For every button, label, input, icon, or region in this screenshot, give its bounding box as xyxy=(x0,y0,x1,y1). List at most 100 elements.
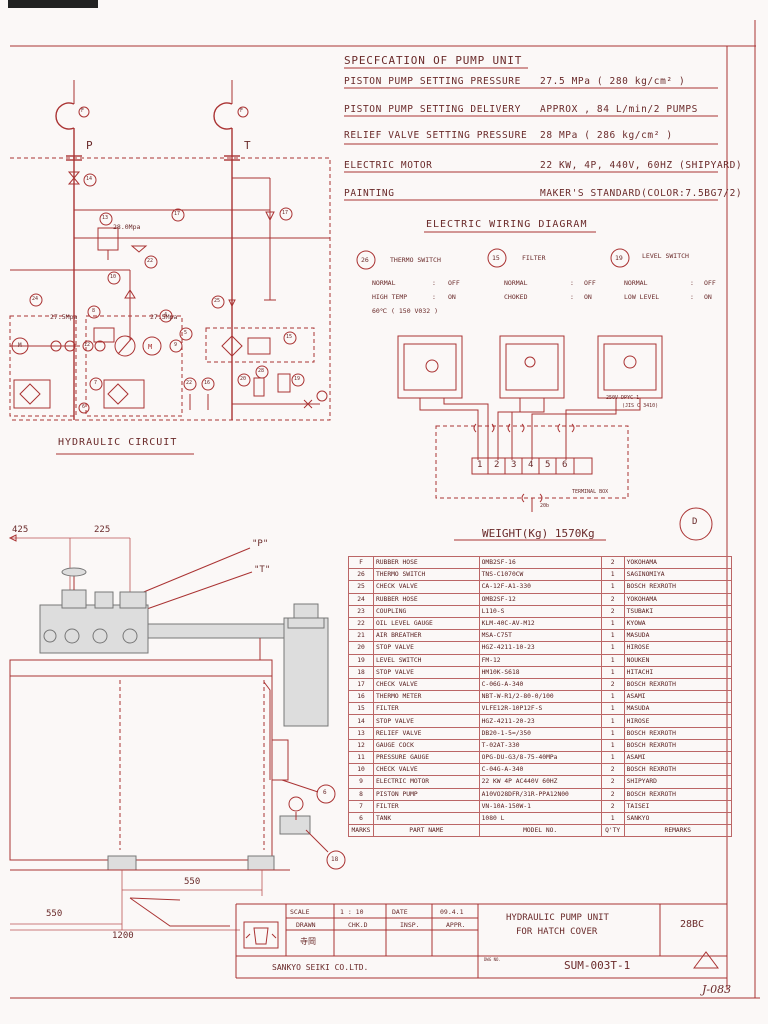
parts-cell-name: FILTER xyxy=(372,799,480,813)
parts-cell-qty: 1 xyxy=(600,738,625,753)
parts-cell-no: 13 xyxy=(348,726,374,740)
parts-cell-remarks: HIROSE xyxy=(623,714,733,728)
spec-value: 27.5 MPa ( 280 kg/cm² ) xyxy=(540,76,686,87)
callout-9: 9 xyxy=(174,342,178,348)
sw1-colon1: : xyxy=(432,279,436,287)
terminal-1: 1 xyxy=(477,460,483,470)
parts-cell-remarks: KYOWA xyxy=(623,616,733,631)
drawn-by: 寺岡 xyxy=(300,937,316,946)
hydraulic-circuit-title: HYDRAULIC CIRCUIT xyxy=(58,437,178,448)
spec-value: APPROX , 84 L/min/2 PUMPS xyxy=(540,104,698,115)
parts-cell-model: A10VO28DFR/31R-PPA12N00 xyxy=(478,787,602,801)
parts-cell-name: RELIEF VALVE xyxy=(372,726,480,740)
parts-cell-model: HGZ-4211-20-23 xyxy=(478,714,602,728)
callout-19: 19 xyxy=(294,376,301,382)
parts-cell-qty: 1 xyxy=(600,641,625,655)
handwritten-note: J-083 xyxy=(702,983,732,996)
sw2-num: 15 xyxy=(492,254,500,262)
parts-cell-model: L110-S xyxy=(478,604,602,618)
callout-24: 24 xyxy=(32,296,39,302)
parts-cell-name: STOP VALVE xyxy=(372,714,480,728)
parts-cell-model: NBT-W-R1/2-80-0/100 xyxy=(478,690,602,704)
parts-cell-model: HGZ-4211-10-23 xyxy=(478,641,602,655)
parts-cell-qty: 2 xyxy=(600,592,625,606)
terminal-6: 6 xyxy=(562,460,568,470)
parts-cell-name: TANK xyxy=(372,811,480,826)
callout-20: 20 xyxy=(240,376,247,382)
parts-cell-name: PISTON PUMP xyxy=(372,787,480,801)
parts-cell-model: CA-12F-A1-330 xyxy=(478,580,602,594)
parts-cell-name: STOP VALVE xyxy=(372,665,480,679)
parts-cell-model: MSA-C75T xyxy=(478,629,602,643)
parts-cell-name: CHECK VALVE xyxy=(372,763,480,777)
cable-spec-2: (JIS C 3410) xyxy=(622,403,659,409)
sw1-name: THERMO SWITCH xyxy=(390,256,441,264)
parts-cell-name: COUPLING xyxy=(372,604,480,618)
parts-cell-remarks: ASAMI xyxy=(623,690,733,704)
parts-cell-name: RUBBER HOSE xyxy=(372,592,480,606)
parts-cell-name: THERMO SWITCH xyxy=(372,568,480,582)
terminal-2: 2 xyxy=(494,460,500,470)
motor-m: M xyxy=(18,342,22,349)
parts-header-name: PART NAME xyxy=(372,824,480,838)
parts-cell-name: PRESSURE GAUGE xyxy=(372,750,480,765)
parts-cell-model: DB20-1-5=/350 xyxy=(478,726,602,740)
sw2-colon1: : xyxy=(570,279,574,287)
dim-425: 425 xyxy=(12,525,29,535)
parts-cell-model: C-06G-A-340 xyxy=(478,677,602,692)
sw1-state2: HIGH TEMP xyxy=(372,293,408,301)
parts-cell-remarks: YOKOHAMA xyxy=(623,555,733,570)
cable-spec: 250V DPYC-1 xyxy=(606,395,640,401)
parts-cell-remarks: NOUKEN xyxy=(623,653,733,667)
parts-cell-qty: 1 xyxy=(600,653,625,667)
parts-cell-remarks: MASUDA xyxy=(623,629,733,643)
insp-label: INSP. xyxy=(400,921,420,929)
sw2-val2: ON xyxy=(584,293,592,301)
parts-cell-no: 17 xyxy=(348,677,374,692)
parts-header-no: MARKS xyxy=(348,824,374,838)
parts-cell-model: 22 KW 4P AC440V 60HZ xyxy=(478,775,602,789)
parts-cell-name: FILTER xyxy=(372,702,480,716)
sw3-val2: ON xyxy=(704,293,712,301)
parts-cell-remarks: BOSCH REXROTH xyxy=(623,787,733,801)
parts-cell-model: OMB2SF-16 xyxy=(478,555,602,570)
sw2-val1: OFF xyxy=(584,279,596,287)
parts-cell-name: CHECK VALVE xyxy=(372,580,480,594)
parts-cell-no: 20 xyxy=(348,641,374,655)
parts-cell-no: 23 xyxy=(348,604,374,618)
parts-cell-qty: 1 xyxy=(600,568,625,582)
parts-cell-no: 25 xyxy=(348,580,374,594)
parts-cell-no: 7 xyxy=(348,799,374,813)
parts-cell-no: 10 xyxy=(348,763,374,777)
sw3-colon2: : xyxy=(690,293,694,301)
parts-cell-model: VN-10A-150W-1 xyxy=(478,799,602,813)
parts-cell-qty: 1 xyxy=(600,750,625,765)
parts-cell-qty: 2 xyxy=(600,763,625,777)
spec-title: SPECFCATION OF PUMP UNIT xyxy=(344,54,523,67)
parts-cell-remarks: BOSCH REXROTH xyxy=(623,738,733,753)
parts-cell-qty: 1 xyxy=(600,665,625,679)
drawn-label: DRAWN xyxy=(296,921,316,929)
svg-text:M: M xyxy=(148,343,152,351)
parts-cell-no: 9 xyxy=(348,775,374,789)
sw1-note: 60℃ ( 150 V032 ) xyxy=(372,307,438,315)
parts-cell-no: 14 xyxy=(348,714,374,728)
parts-cell-model: 1080 L xyxy=(478,811,602,826)
